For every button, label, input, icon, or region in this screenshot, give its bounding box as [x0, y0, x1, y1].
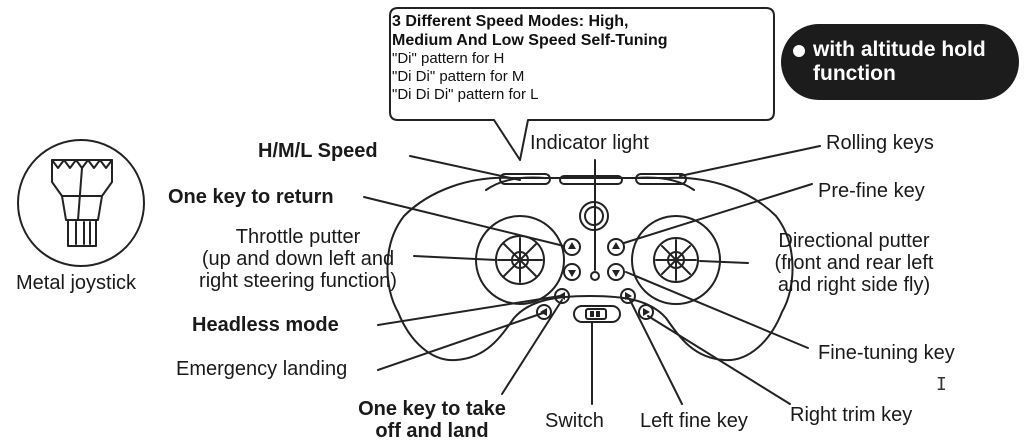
bubble-title-line2: Medium And Low Speed Self-Tuning: [392, 32, 668, 49]
label-metal-joystick: Metal joystick: [16, 272, 137, 294]
bubble-line-h: "Di" pattern for H: [392, 50, 505, 67]
rolling-key-shape: [635, 173, 687, 185]
speech-bubble-outline: [389, 7, 775, 161]
metal-joystick-icon: [17, 139, 145, 267]
label-headless-mode: Headless mode: [192, 314, 339, 336]
directional-stick-base: [631, 215, 721, 305]
label-pre-fine-key: Pre-fine key: [818, 180, 925, 202]
trim-arrows: [540, 242, 650, 317]
label-throttle-putter: Throttle putter (up and down left and ri…: [180, 226, 416, 292]
label-directional-putter: Directional putter (front and rear left …: [750, 230, 958, 296]
text-cursor-icon: I: [936, 374, 947, 395]
speed-modes-bubble: 3 Different Speed Modes: High, Medium An…: [392, 12, 748, 104]
badge-line2: function: [813, 62, 896, 85]
throttle-line3: right steering function): [199, 270, 397, 292]
directional-line1: Directional putter: [778, 230, 930, 252]
directional-line3: and right side fly): [777, 274, 931, 296]
bubble-line-m: "Di Di" pattern for M: [392, 68, 525, 85]
badge-line1: with altitude hold: [813, 38, 986, 61]
altitude-hold-badge: with altitude hold function: [781, 24, 1019, 100]
power-switch-shape: [573, 305, 621, 323]
label-one-key-return: One key to return: [168, 186, 334, 208]
leader-lines: [363, 145, 821, 405]
bullet-icon: [793, 45, 805, 57]
throttle-line1: Throttle putter: [235, 226, 361, 248]
label-one-key-takeoff: One key to take off and land: [352, 398, 512, 442]
takeoff-line1: One key to take: [358, 398, 506, 420]
label-hml-speed: H/M/L Speed: [258, 140, 378, 162]
label-left-fine-key: Left fine key: [640, 410, 748, 432]
label-fine-tuning-key: Fine-tuning key: [818, 342, 955, 364]
takeoff-line2: off and land: [375, 420, 489, 442]
directional-line2: (front and rear left: [774, 252, 934, 274]
label-right-trim-key: Right trim key: [790, 404, 913, 426]
label-emergency-landing: Emergency landing: [176, 358, 348, 380]
bubble-line-l: "Di Di Di" pattern for L: [392, 86, 539, 103]
hml-speed-key-shape: [499, 173, 551, 185]
label-switch: Switch: [545, 410, 604, 432]
controller-body: [386, 176, 794, 362]
throttle-line2: (up and down left and: [201, 248, 395, 270]
bubble-title-line1: 3 Different Speed Modes: High,: [392, 13, 629, 30]
label-rolling-keys: Rolling keys: [826, 132, 934, 154]
label-indicator-light: Indicator light: [530, 132, 649, 154]
